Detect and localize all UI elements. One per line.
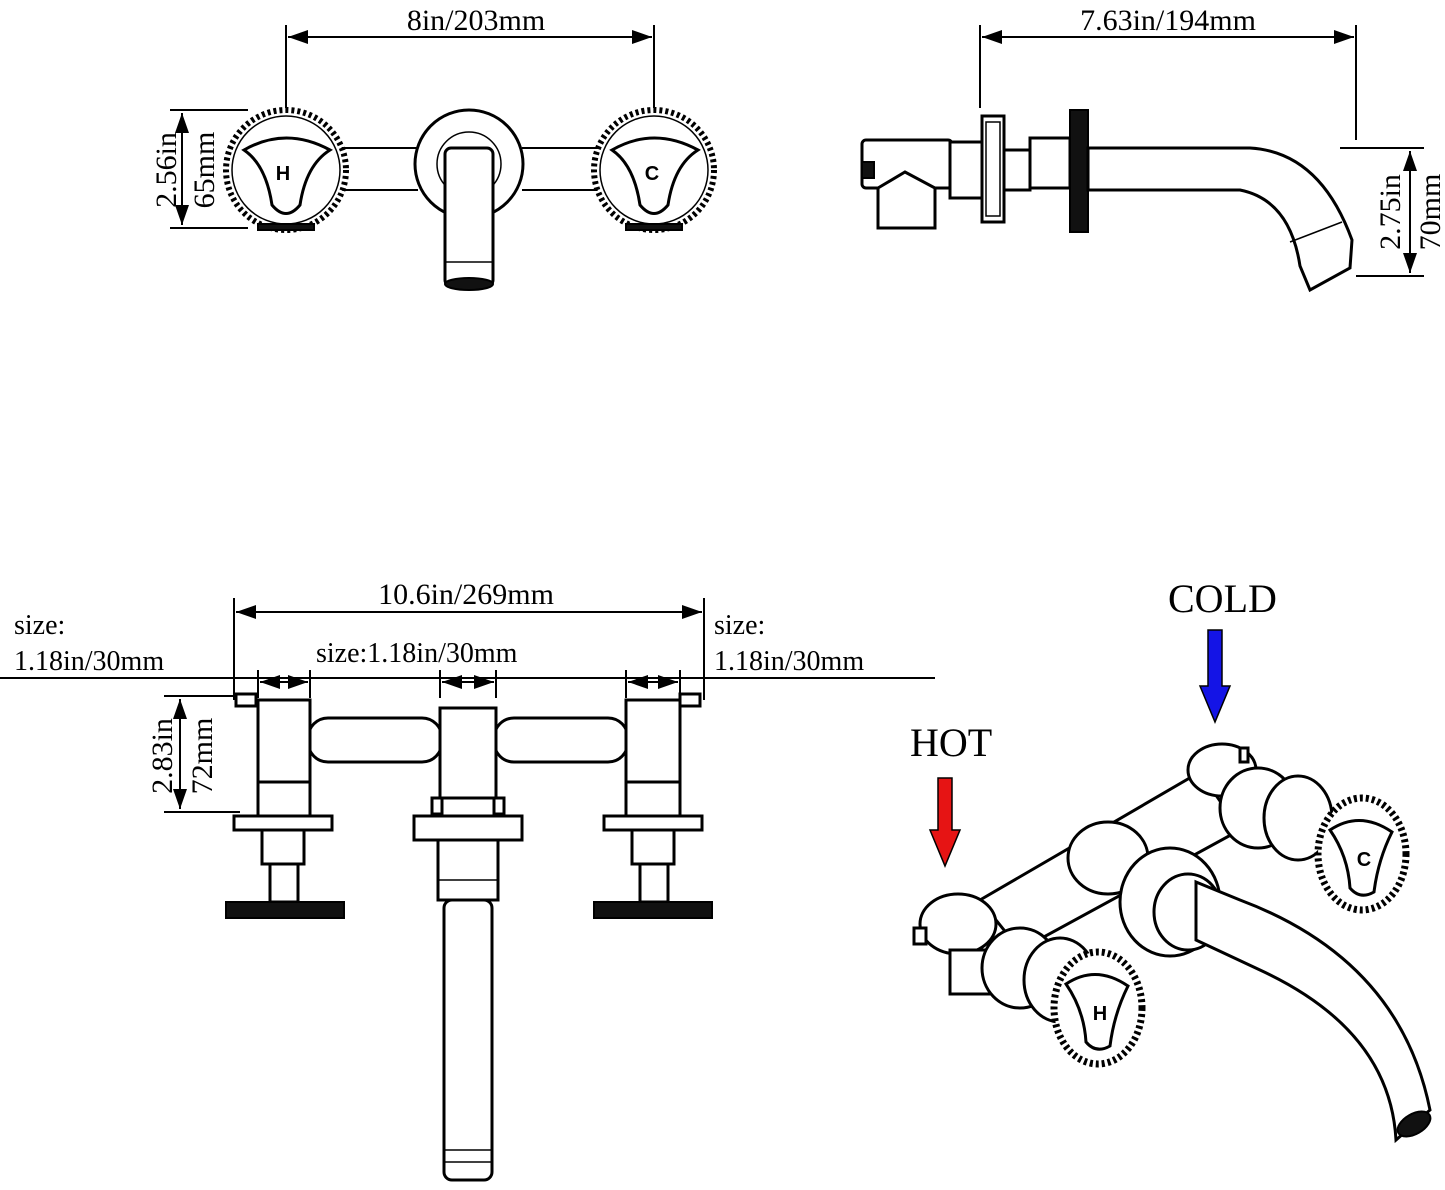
left-size-value: 1.18in/30mm (14, 646, 164, 677)
right-handle-top (593, 901, 713, 919)
spread-label: 8in/203mm (407, 4, 545, 37)
hot-label: HOT (910, 720, 992, 765)
handle-height-mm: 65mm (188, 132, 221, 209)
hot-mark-front: H (276, 163, 290, 185)
spout-front (443, 146, 495, 288)
center-size-label: size:1.18in/30mm (316, 638, 518, 669)
depth-mm: 72mm (186, 718, 219, 795)
hot-handle-iso: H (1050, 948, 1146, 1068)
side-spout (1086, 146, 1354, 293)
right-size-value: 1.18in/30mm (714, 646, 864, 677)
cold-mark-iso: C (1357, 849, 1371, 871)
iso-view: COLD HOT C H (910, 576, 1432, 1144)
cold-handle-front: C (591, 107, 717, 233)
spout-height-mm: 70mm (1414, 174, 1445, 251)
cold-arrow-icon (1198, 629, 1232, 724)
depth-in: 2.83in (146, 718, 179, 794)
left-size-label: size: (14, 610, 65, 641)
spout-height-in: 2.75in (1374, 174, 1407, 250)
hot-mark-iso: H (1093, 1003, 1107, 1025)
top-view: 10.6in/269mm size: 1.18in/30mm size:1.18… (0, 578, 935, 1182)
left-handle-top (225, 901, 345, 919)
cold-handle-iso: C (1314, 794, 1410, 914)
side-handle-disc (1069, 109, 1089, 233)
handle-height-in: 2.56in (150, 132, 183, 208)
reach-label: 7.63in/194mm (1080, 4, 1256, 37)
side-view: 7.63in/194mm 2.75in 70mm (860, 4, 1445, 293)
front-view: 8in/203mm 2.56in 65mm H C (150, 4, 717, 291)
iso-spout (1194, 879, 1432, 1144)
hot-handle-front: H (223, 107, 349, 233)
cold-mark-front: C (645, 163, 659, 185)
cold-label: COLD (1168, 576, 1277, 621)
right-size-label: size: (714, 610, 765, 641)
spout-top (442, 898, 494, 1182)
hot-arrow-icon (928, 777, 962, 868)
overall-width-label: 10.6in/269mm (378, 578, 554, 611)
